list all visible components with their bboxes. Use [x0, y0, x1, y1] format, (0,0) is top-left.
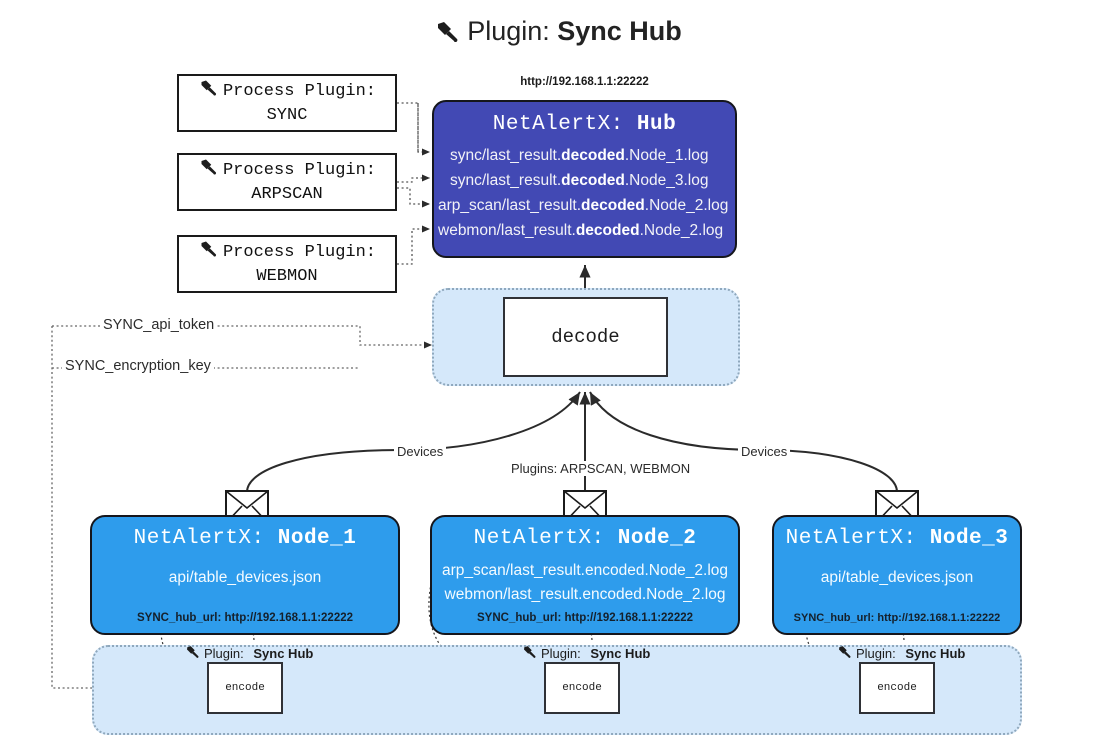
process-plugin-box-arpscan[interactable]: Process Plugin: ARPSCAN: [177, 153, 397, 211]
node-box-node-1[interactable]: NetAlertX: Node_1 api/table_devices.json…: [90, 515, 400, 635]
node-box-node-3[interactable]: NetAlertX: Node_3 api/table_devices.json…: [772, 515, 1022, 635]
process-plugin-name: ARPSCAN: [251, 185, 323, 204]
node-line: webmon/last_result.encoded.Node_2.log: [444, 586, 726, 604]
hub-log-list: sync/last_result.decoded.Node_1.log sync…: [434, 143, 735, 243]
encoder-caption: Plugin: Sync Hub: [522, 645, 650, 662]
plug-icon: [522, 645, 538, 662]
encode-box-node-3[interactable]: encode: [859, 662, 935, 714]
node-title: NetAlertX: Node_2: [473, 527, 697, 550]
process-plugin-name: WEBMON: [256, 267, 318, 286]
node-footer: SYNC_hub_url: http://192.168.1.1:22222: [793, 612, 1001, 624]
page-title: Plugin: Sync Hub: [0, 16, 1117, 51]
encode-box-node-1[interactable]: encode: [207, 662, 283, 714]
hub-log-line: sync/last_result.decoded.Node_1.log: [450, 147, 709, 164]
hub-url-label: http://192.168.1.1:22222: [520, 76, 649, 88]
page-title-prefix: Plugin:: [467, 16, 550, 46]
process-plugin-label: Process Plugin:: [222, 242, 377, 262]
plug-icon: [198, 158, 220, 184]
encoder-caption: Plugin: Sync Hub: [185, 645, 313, 662]
hub-log-line: arp_scan/last_result.decoded.Node_2.log: [438, 197, 729, 215]
node-line: arp_scan/last_result.encoded.Node_2.log: [441, 562, 729, 579]
hub-title-prefix: NetAlertX:: [492, 113, 624, 136]
plug-icon: [837, 645, 853, 662]
node-footer: SYNC_hub_url: http://192.168.1.1:22222: [136, 612, 354, 624]
node-line: api/table_devices.json: [820, 569, 974, 586]
hub-box[interactable]: NetAlertX: Hub sync/last_result.decoded.…: [432, 100, 737, 258]
encoder-caption: Plugin: Sync Hub: [837, 645, 965, 662]
node-line: api/table_devices.json: [168, 569, 322, 586]
hub-log-line: sync/last_result.decoded.Node_3.log: [450, 172, 709, 190]
page-title-name: Sync Hub: [557, 16, 682, 46]
encode-box-node-2[interactable]: encode: [544, 662, 620, 714]
node-title: NetAlertX: Node_1: [133, 527, 357, 550]
hub-log-line: webmon/last_result.decoded.Node_2.log: [438, 222, 724, 240]
decode-box[interactable]: decode: [503, 297, 668, 377]
process-plugin-box-sync[interactable]: Process Plugin: SYNC: [177, 74, 397, 132]
plug-icon: [198, 79, 220, 105]
plug-icon: [198, 240, 220, 266]
edge-label-devices-left: Devices: [394, 444, 447, 459]
process-plugin-box-webmon[interactable]: Process Plugin: WEBMON: [177, 235, 397, 293]
edge-label-plugins-middle: Plugins: ARPSCAN, WEBMON: [508, 461, 694, 476]
node-title: NetAlertX: Node_3: [785, 527, 1009, 550]
process-plugin-label: Process Plugin:: [222, 81, 377, 101]
hub-title-name: Hub: [636, 113, 677, 136]
process-plugin-label: Process Plugin:: [222, 160, 377, 180]
sync-api-token-label: SYNC_api_token: [100, 317, 218, 333]
plug-icon: [185, 645, 201, 662]
node-footer: SYNC_hub_url: http://192.168.1.1:22222: [476, 612, 694, 624]
plug-icon: [435, 20, 461, 51]
edge-label-devices-right: Devices: [738, 444, 791, 459]
hub-title: NetAlertX: Hub: [434, 113, 735, 136]
sync-encryption-key-label: SYNC_encryption_key: [62, 358, 214, 374]
process-plugin-name: SYNC: [266, 106, 308, 125]
node-box-node-2[interactable]: NetAlertX: Node_2 arp_scan/last_result.e…: [430, 515, 740, 635]
